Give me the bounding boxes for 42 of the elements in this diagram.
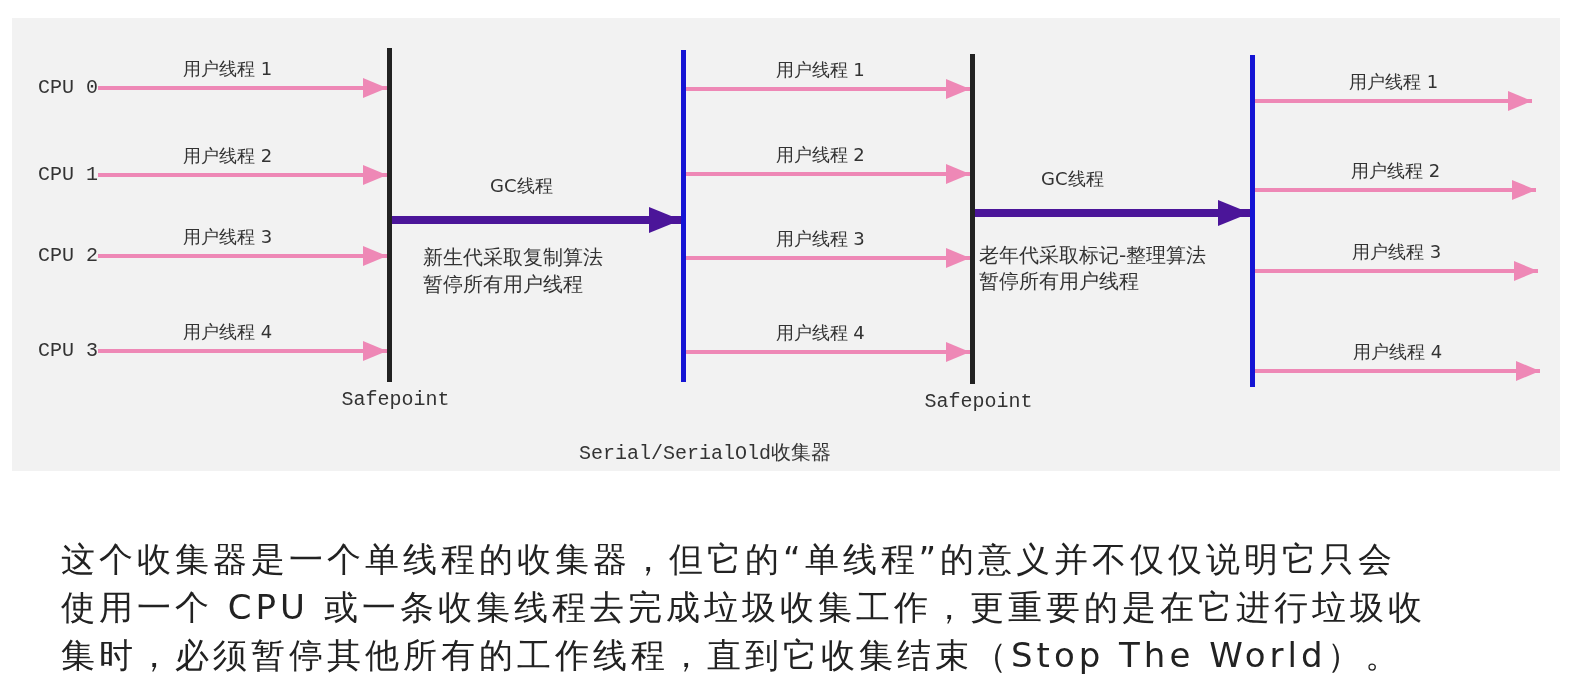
vertical-bar	[970, 54, 975, 384]
thread-label: 用户线程 3	[775, 228, 865, 250]
safepoint-label: Safepoint	[924, 390, 1033, 414]
thread-label: 用户线程 4	[775, 322, 865, 344]
description-paragraph: 这个收集器是一个单线程的收集器，但它的“单线程”的意义并不仅仅说明它只会使用一个 CPU 或一条收集线程去完成垃圾收集工作，更重要的是在它进行垃圾收集时，必须暂停其他所有的工作线程，直到它收集结束（Stop The World）。	[61, 538, 1427, 677]
note-text: 老年代采取标记-整理算法	[979, 242, 1207, 268]
thread-label: 用户线程 2	[775, 144, 865, 166]
cpu-label: CPU 0	[38, 76, 98, 100]
arrow	[1255, 261, 1538, 281]
thread-label: 用户线程 1	[183, 58, 273, 80]
arrow	[1255, 361, 1540, 381]
cpu-label: CPU 1	[38, 163, 98, 187]
thread-label: GC线程	[1041, 168, 1104, 190]
thread-label: 用户线程 1	[775, 59, 865, 81]
arrow	[98, 341, 387, 361]
vertical-bar	[387, 48, 392, 382]
arrow	[1255, 180, 1536, 200]
arrow	[1255, 91, 1532, 111]
thread-label: 用户线程 1	[1349, 71, 1439, 93]
arrow	[686, 79, 970, 99]
note-text: 暂停所有用户线程	[979, 268, 1139, 294]
note-text: 暂停所有用户线程	[423, 271, 583, 297]
safepoint-label: Safepoint	[341, 388, 450, 412]
arrow	[98, 78, 387, 98]
thread-label: GC线程	[490, 175, 553, 197]
cpu-label: CPU 3	[38, 339, 98, 363]
thread-label: 用户线程 2	[183, 145, 273, 167]
arrow	[686, 164, 970, 184]
note-text: 新生代采取复制算法	[423, 244, 603, 270]
thread-label: 用户线程 4	[183, 321, 273, 343]
vertical-bar	[681, 50, 686, 382]
vertical-bar	[1250, 55, 1255, 387]
thread-label: 用户线程 3	[1352, 241, 1442, 263]
arrow	[98, 165, 387, 185]
arrow	[98, 246, 387, 266]
arrow	[686, 248, 970, 268]
thread-label: 用户线程 2	[1351, 160, 1441, 182]
thread-label: 用户线程 4	[1353, 341, 1443, 363]
thread-label: 用户线程 3	[183, 226, 273, 248]
figure-caption: Serial/SerialOld收集器	[579, 442, 832, 466]
arrow	[686, 342, 970, 362]
cpu-label: CPU 2	[38, 244, 98, 268]
